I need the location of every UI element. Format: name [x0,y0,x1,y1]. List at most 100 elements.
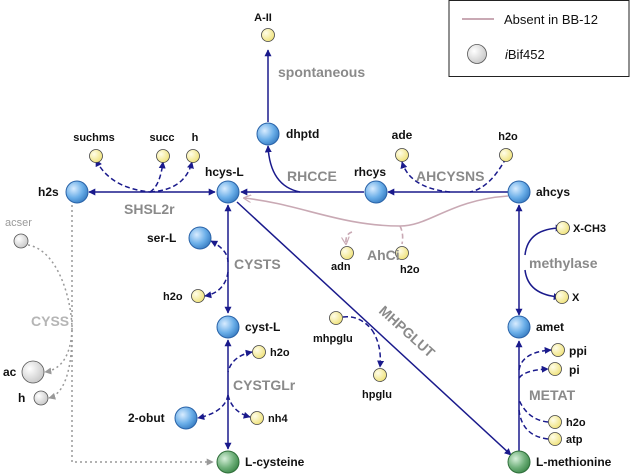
edge-cystglr-h2o [227,349,253,373]
legend-model-prefix: i [505,47,509,62]
node-ppi[interactable] [551,343,565,357]
edge-shsl2r-h [149,161,194,193]
edge-methylase-xch3 [524,224,563,256]
edge-ahci-main [244,196,509,227]
edge-cyss-ac [44,329,73,375]
node-h-top[interactable] [186,149,200,163]
reaction-ahcysns[interactable]: AHCYSNS [416,168,484,184]
edge-ahci-h2o [399,225,404,245]
edge-cyss-lcys [71,330,214,466]
label-adn: adn [331,261,351,273]
label-h2o-cysts: h2o [163,291,183,303]
node-ac[interactable] [21,360,45,384]
node-h2o-ahc[interactable] [395,246,409,260]
node-ade[interactable] [395,148,409,162]
label-mhpglu: mhpglu [313,333,353,345]
reaction-rhcce[interactable]: RHCCE [287,168,337,184]
edge-cyss-acser [27,244,73,331]
edge-shsl2r-suchms [95,159,151,193]
label-atp: atp [566,434,583,446]
edge-metat-h2o [518,399,549,423]
legend-model-label: iBif452 [505,47,545,62]
label-ade: ade [392,128,413,142]
node-hcys[interactable] [216,180,240,204]
label-acser: acser [5,217,32,229]
node-mhpglu[interactable] [329,311,343,325]
node-h2o-top[interactable] [499,148,513,162]
edge-metat-atp [518,409,549,440]
node-serl[interactable] [188,226,212,250]
label-ahcys: ahcys [536,185,570,199]
node-h2s[interactable] [65,180,89,204]
reaction-cyss[interactable]: CYSS [31,313,69,329]
reaction-metat[interactable]: METAT [529,387,576,403]
label-succ: succ [149,132,174,144]
reaction-labels: spontaneous SHSL2r RHCCE AHCYSNS CYSTS A… [31,64,598,403]
legend-model-name: Bif452 [508,47,545,62]
node-cystl[interactable] [216,315,240,339]
node-atp[interactable] [548,432,562,446]
edges [27,49,563,466]
node-h-cyss[interactable] [33,390,49,406]
reaction-cystglr[interactable]: CYSTGLr [233,377,296,393]
reaction-cysts[interactable]: CYSTS [234,256,281,272]
label-h2o-ahc: h2o [400,264,420,276]
edge-metat-ppi [518,346,552,371]
label-h2s: h2s [38,185,59,199]
node-hpglu[interactable] [373,368,387,382]
edge-cysts-h2o [204,271,229,299]
reaction-shsl2r[interactable]: SHSL2r [124,201,175,217]
label-h-cyss: h [18,391,25,405]
edge-cystglr-obut [197,394,229,421]
reaction-mhpglut[interactable]: MHPGLUT [376,302,438,361]
node-acser[interactable] [13,233,29,249]
reaction-ahci[interactable]: AhCi [367,247,400,263]
label-obut: 2-obut [128,411,165,425]
edge-cystglr-nh4 [227,394,251,419]
label-x: X [572,292,580,304]
node-h2o-cgl[interactable] [252,345,266,359]
node-lcys[interactable] [216,450,240,474]
node-h2o-cysts[interactable] [191,289,205,303]
edge-metat-pi [518,365,549,379]
label-ac: ac [3,365,17,379]
node-lmet[interactable] [507,450,531,474]
node-rhcys[interactable] [364,180,388,204]
label-lcys: L-cysteine [245,455,305,469]
label-h-top: h [192,132,199,144]
label-h2o-top: h2o [498,131,518,143]
label-rhcys: rhcys [354,165,386,179]
label-a2: A-II [254,12,272,24]
edge-ahci-adn [346,231,353,244]
node-h2o-metat[interactable] [548,415,562,429]
node-pi[interactable] [548,362,562,376]
label-lmet: L-methionine [536,455,612,469]
reaction-spontaneous[interactable]: spontaneous [278,64,365,80]
label-hcys: hcys-L [205,165,244,179]
label-pi: pi [569,363,580,377]
edge-mhpglut-mhpglu [342,316,373,331]
reaction-methylase[interactable]: methylase [529,255,598,271]
node-succ[interactable] [156,149,170,163]
legend-model-swatch [467,44,487,64]
edge-mhpglut-main [236,201,512,456]
label-serl: ser-L [147,231,176,245]
node-dhptd[interactable] [256,122,280,146]
nodes [13,28,570,474]
node-a2[interactable] [261,28,275,42]
node-amet[interactable] [507,315,531,339]
node-ahcys[interactable] [507,180,531,204]
legend: Absent in BB-12 iBif452 [448,0,630,77]
label-nh4: nh4 [268,413,288,425]
node-adn[interactable] [340,246,354,260]
node-suchms[interactable] [89,149,103,163]
node-x[interactable] [555,290,569,304]
label-h2o-cgl: h2o [270,347,290,359]
label-suchms: suchms [73,132,115,144]
node-nh4[interactable] [250,411,264,425]
node-xch3[interactable] [556,221,570,235]
label-cystl: cyst-L [245,320,280,334]
node-obut[interactable] [174,406,198,430]
edge-cysts-serl [210,240,229,263]
